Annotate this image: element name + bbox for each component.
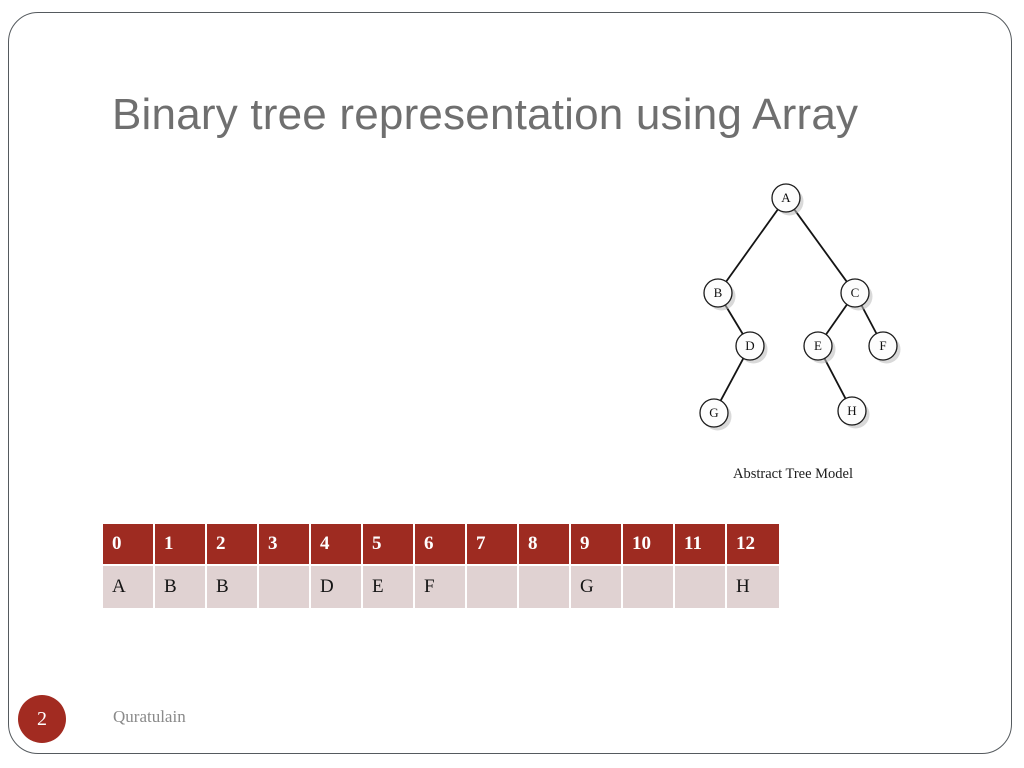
tree-edge-c-f	[860, 304, 878, 335]
tree-edge-e-h	[823, 357, 847, 400]
array-value-cell-8	[519, 566, 571, 608]
tree-edge-c-e	[825, 303, 848, 336]
array-index-cell-11: 11	[675, 524, 727, 566]
tree-node-h: H	[837, 396, 870, 429]
tree-node-group: A B C D E F G H	[699, 183, 901, 431]
array-value-cell-11	[675, 566, 727, 608]
tree-node-circle	[703, 278, 733, 308]
array-value-cell-9: G	[571, 566, 623, 608]
array-index-cell-4: 4	[311, 524, 363, 566]
array-value-cell-6: F	[415, 566, 467, 608]
array-index-cell-5: 5	[363, 524, 415, 566]
array-value-cell-7	[467, 566, 519, 608]
tree-edge-b-d	[724, 304, 744, 335]
array-value-cell-2: B	[207, 566, 259, 608]
tree-edge-a-b	[725, 208, 779, 283]
tree-edge-d-g	[719, 357, 745, 402]
tree-node-c: C	[840, 278, 873, 311]
tree-node-g: G	[699, 398, 732, 431]
tree-node-label: A	[781, 190, 791, 205]
tree-node-label: D	[745, 338, 754, 353]
tree-node-circle	[735, 331, 765, 361]
tree-node-circle	[840, 278, 870, 308]
array-index-cell-8: 8	[519, 524, 571, 566]
page-title: Binary tree representation using Array	[112, 90, 859, 139]
abstract-tree-figure: A B C D E F G H Abstract Tree Model	[668, 168, 918, 498]
tree-node-f: F	[868, 331, 901, 364]
array-value-cell-12: H	[727, 566, 779, 608]
tree-node-d: D	[735, 331, 768, 364]
tree-node-circle	[771, 183, 801, 213]
binary-tree-diagram: A B C D E F G H	[699, 183, 901, 431]
array-value-cell-5: E	[363, 566, 415, 608]
tree-node-label: B	[714, 285, 723, 300]
tree-node-label: G	[709, 405, 718, 420]
array-index-cell-6: 6	[415, 524, 467, 566]
tree-node-circle	[803, 331, 833, 361]
tree-node-circle	[699, 398, 729, 428]
array-index-cell-7: 7	[467, 524, 519, 566]
tree-node-label: E	[814, 338, 822, 353]
array-index-cell-2: 2	[207, 524, 259, 566]
tree-node-e: E	[803, 331, 836, 364]
tree-node-circle	[868, 331, 898, 361]
array-index-cell-3: 3	[259, 524, 311, 566]
array-value-cell-1: B	[155, 566, 207, 608]
tree-node-label: F	[879, 338, 886, 353]
tree-node-label: C	[851, 285, 860, 300]
footer-author: Quratulain	[113, 707, 186, 726]
array-index-cell-10: 10	[623, 524, 675, 566]
array-value-cell-10	[623, 566, 675, 608]
array-index-cell-12: 12	[727, 524, 779, 566]
array-value-cell-4: D	[311, 566, 363, 608]
tree-edge-a-c	[793, 208, 848, 283]
tree-caption: Abstract Tree Model	[732, 466, 853, 482]
array-index-cell-0: 0	[103, 524, 155, 566]
tree-node-circle	[837, 396, 867, 426]
slide-number-badge: 2	[18, 695, 66, 743]
array-value-cell-3	[259, 566, 311, 608]
tree-node-b: B	[703, 278, 736, 311]
tree-edge-group	[719, 208, 878, 402]
array-value-cell-0: A	[103, 566, 155, 608]
tree-node-a: A	[771, 183, 804, 216]
array-index-cell-1: 1	[155, 524, 207, 566]
tree-node-label: H	[847, 403, 856, 418]
array-index-cell-9: 9	[571, 524, 623, 566]
